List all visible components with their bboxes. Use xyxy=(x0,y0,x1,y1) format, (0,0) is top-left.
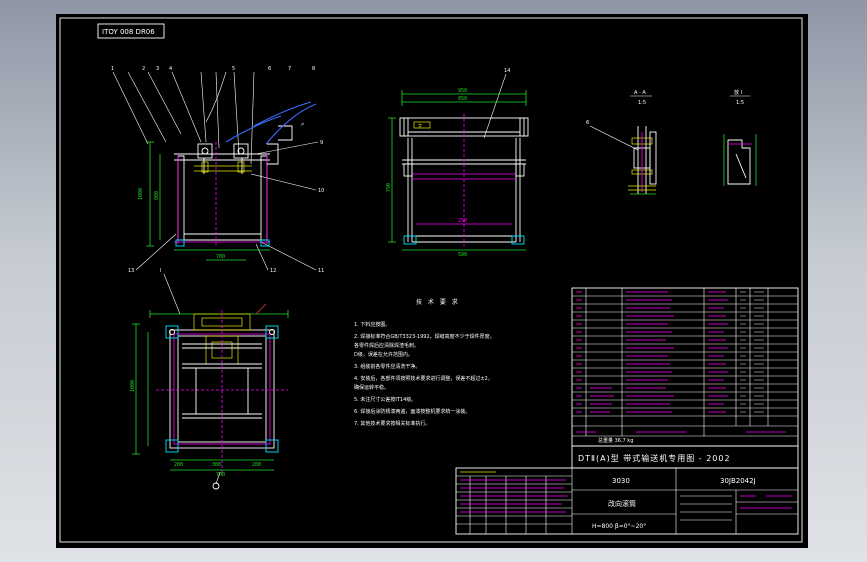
part-callout-2: 2 xyxy=(142,66,145,72)
part-callout-12: 12 xyxy=(270,268,276,274)
part-callout-7: 7 xyxy=(288,66,291,72)
note-line: 1. 下料应按图。 xyxy=(354,321,390,328)
bom-footer-weight: 总重量 36.7 kg xyxy=(598,437,633,444)
front-view: 1 2 3 4 5 6 7 8 9 10 11 12 13 ↗ xyxy=(111,66,324,274)
title-block[interactable]: DTⅡ(A)型 带式输送机专用图 - 2002 3030 30JB2042J 改… xyxy=(455,445,799,535)
plan-view-label: Ⅰ xyxy=(160,268,161,274)
part-callout-5: 5 xyxy=(232,66,235,72)
cad-canvas[interactable]: ITOY 008 DR06 1 2 3 4 5 6 7 8 9 10 11 12… xyxy=(56,14,808,548)
part-name: 改向滚筒 xyxy=(608,499,636,508)
part-callout-6: 6 xyxy=(268,66,271,72)
note-line: 4. 安装后，各部件须按照技术要求进行调整，误差不超过±2， xyxy=(354,375,493,382)
svg-text:790: 790 xyxy=(386,183,392,192)
part-callout-9: 9 xyxy=(320,140,323,146)
svg-text:200: 200 xyxy=(174,462,183,468)
side-view: 14 950 850 字 790 590 250 xyxy=(386,68,529,258)
svg-text:850: 850 xyxy=(458,96,467,102)
note-line: 确保运转平稳。 xyxy=(354,384,389,391)
part-callout-3: 3 xyxy=(156,66,159,72)
part-callout-13: 13 xyxy=(128,268,134,274)
section-a-label: A - A xyxy=(634,90,646,96)
section-a-scale: 1:5 xyxy=(638,100,646,106)
note-line: 6. 焊接后涂防锈漆两遍，面漆按整机要求统一涂装。 xyxy=(354,408,470,415)
drawing-code: 3030 xyxy=(612,477,630,485)
drawing-number-box xyxy=(97,23,165,39)
svg-text:1000: 1000 xyxy=(138,188,144,200)
svg-text:300: 300 xyxy=(212,462,221,468)
part-callout-8: 8 xyxy=(312,66,315,72)
part-callout-4: 4 xyxy=(169,66,172,72)
parts-list: 总重量 36.7 kg xyxy=(571,287,799,447)
note-line: 3. 组装前各零件应清洗干净。 xyxy=(354,363,420,370)
part-callout-1: 1 xyxy=(111,66,114,72)
note-line: 各零件焊后应清除焊渣毛刺。 xyxy=(354,342,419,349)
svg-text:590: 590 xyxy=(458,252,467,258)
note-line: D级，误差在允许范围内。 xyxy=(354,351,413,358)
svg-text:字: 字 xyxy=(418,122,422,128)
plan-view: Ⅰ 1000 200 300 200 700 xyxy=(130,268,289,490)
detail-view: 放 Ⅰ 1:5 xyxy=(723,89,757,186)
note-line: 5. 未注尺寸公差按IT14级。 xyxy=(354,396,416,403)
svg-text:↗: ↗ xyxy=(300,122,304,128)
main-title: DTⅡ(A)型 带式输送机专用图 - 2002 xyxy=(578,453,731,463)
notes-title: 技 术 要 求 xyxy=(416,298,460,306)
part-callout-11: 11 xyxy=(318,268,324,274)
part-callout-10: 10 xyxy=(318,188,324,194)
svg-text:250: 250 xyxy=(458,218,467,224)
note-line: 2. 焊接标准符合GB/T3323-1992，焊缝高度不少于焊件厚度。 xyxy=(354,333,495,340)
svg-text:200: 200 xyxy=(252,462,261,468)
drawing-sheet[interactable]: ITOY 008 DR06 1 2 3 4 5 6 7 8 9 10 11 12… xyxy=(56,14,808,548)
side-view-callout: 14 xyxy=(504,68,510,74)
svg-text:700: 700 xyxy=(216,472,225,478)
sheet-border xyxy=(59,17,803,543)
section-a-callout: 6 xyxy=(586,120,589,126)
svg-text:950: 950 xyxy=(458,88,467,94)
detail-scale: 1:5 xyxy=(736,100,744,106)
svg-text:700: 700 xyxy=(216,254,225,260)
drawing-id: 30JB2042J xyxy=(720,477,756,485)
drawing-number-text: ITOY 008 DR06 xyxy=(102,28,155,36)
detail-label: 放 Ⅰ xyxy=(734,89,742,96)
technical-notes: 技 术 要 求 1. 下料应按图。 2. 焊接标准符合GB/T3323-1992… xyxy=(354,298,495,427)
svg-text:800: 800 xyxy=(154,191,160,200)
svg-text:1000: 1000 xyxy=(130,380,136,392)
design-formula: H=800 β=0°~20° xyxy=(592,523,646,530)
section-a-a: A - A 1:5 6 xyxy=(586,90,657,195)
note-line: 7. 其他技术要求按相关标准执行。 xyxy=(354,420,430,427)
